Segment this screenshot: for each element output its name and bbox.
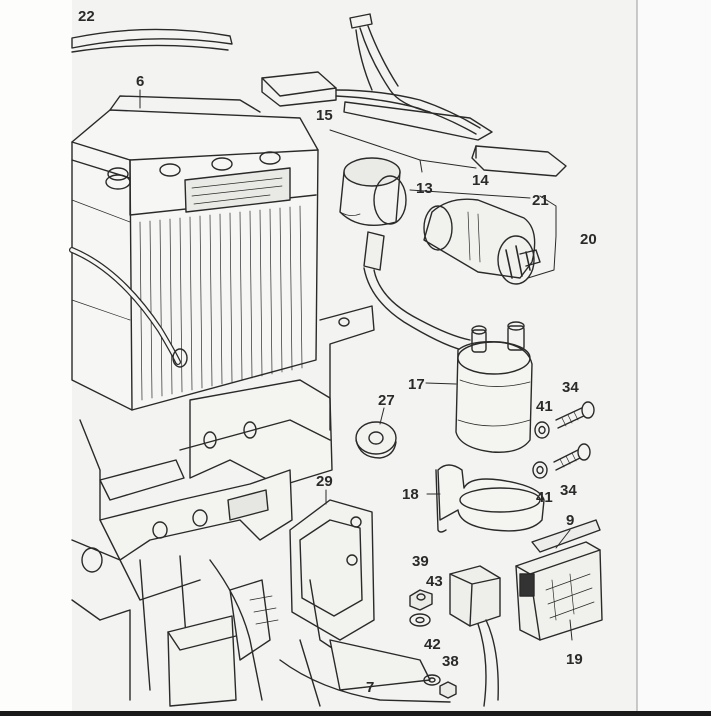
leader-lines <box>139 89 573 641</box>
callout-39: 39 <box>412 553 429 570</box>
left-margin <box>0 0 72 711</box>
part-29-bracket <box>289 499 431 691</box>
callout-29: 29 <box>316 473 333 490</box>
right-margin <box>637 0 711 711</box>
callout-13: 13 <box>416 180 433 197</box>
part-22-strap <box>71 28 233 53</box>
callout-42: 42 <box>424 636 441 653</box>
callout-20: 20 <box>580 231 597 248</box>
callout-15: 15 <box>316 107 333 124</box>
callout-34-lower: 34 <box>560 482 577 499</box>
parts-38-39-42-43-hardware <box>409 589 457 699</box>
part-19-fusebox <box>515 541 603 641</box>
callout-14: 14 <box>472 172 489 189</box>
callout-19: 19 <box>566 651 583 668</box>
callout-38: 38 <box>442 653 459 670</box>
callout-6: 6 <box>136 73 144 90</box>
callout-21: 21 <box>532 192 549 209</box>
part-6-battery <box>69 95 319 411</box>
part-34-41-bolts <box>532 401 595 479</box>
callout-43: 43 <box>426 573 443 590</box>
callout-labels: 22 6 15 13 14 21 20 17 27 41 34 41 34 18… <box>78 8 597 696</box>
callout-22: 22 <box>78 8 95 25</box>
part-9-bracket <box>531 519 601 553</box>
parts-13-14-15-wiring <box>261 13 567 177</box>
wire-connector-block <box>449 565 501 707</box>
callout-34-upper: 34 <box>562 379 579 396</box>
callout-7: 7 <box>366 679 374 696</box>
part-20-relay <box>423 198 541 285</box>
part-17-solenoid <box>455 321 533 453</box>
callout-17: 17 <box>408 376 425 393</box>
callout-18: 18 <box>402 486 419 503</box>
part-27-washer <box>355 421 397 459</box>
connector-plug <box>363 231 471 351</box>
callout-41-lower: 41 <box>536 489 553 506</box>
callout-27: 27 <box>378 392 395 409</box>
callout-41-upper: 41 <box>536 398 553 415</box>
part-18-clamp <box>435 464 545 533</box>
frame-battery-tray <box>71 305 451 707</box>
callout-9: 9 <box>566 512 574 529</box>
part-21-sleeve <box>339 157 407 226</box>
